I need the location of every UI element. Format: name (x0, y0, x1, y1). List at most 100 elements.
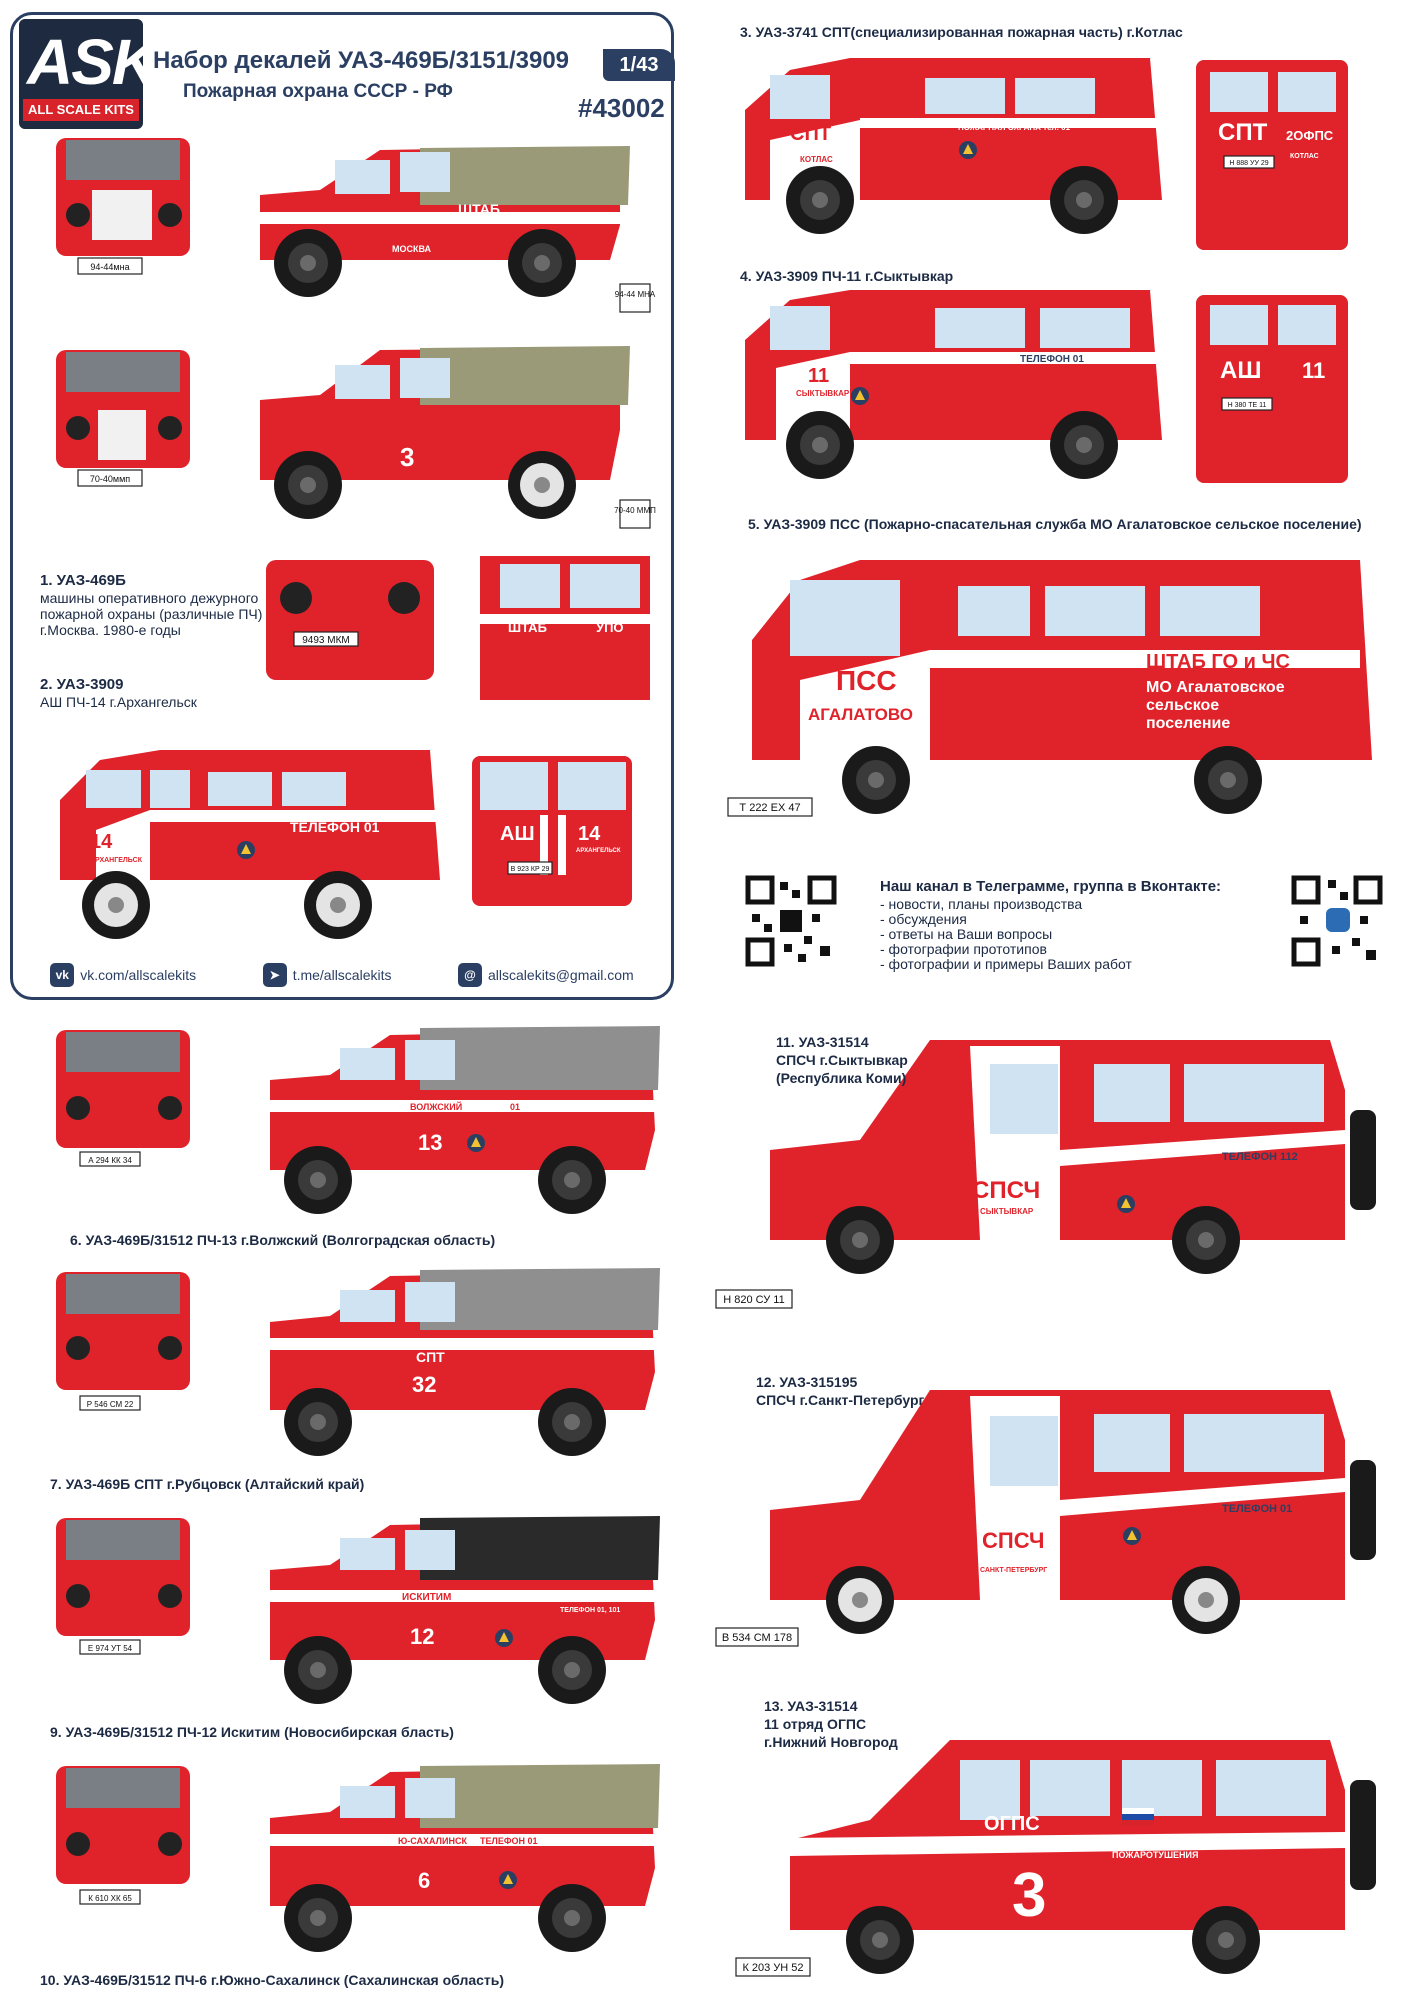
qr-code-telegram[interactable] (744, 874, 838, 968)
v3-line: ПОЖАРНАЯ ОХРАНА тел. 01 (958, 123, 1071, 132)
v13-ogps: ОГПС (984, 1813, 1040, 1835)
caption-11-title: 11. УАЗ-31514 (776, 1034, 869, 1050)
social-info-item: - новости, планы производства (880, 896, 1083, 912)
scale-badge: 1/43 (603, 49, 675, 81)
caption-2-title: 2. УАЗ-3909 (40, 676, 124, 693)
v2-rear-b: 14 (578, 823, 601, 845)
social-info-block: Наш канал в Телеграмме, группа в Вконтак… (880, 878, 1221, 972)
vehicle-7: Р 546 СМ 22 СПТ 32 (56, 1268, 660, 1456)
caption-6: 6. УАЗ-469Б/31512 ПЧ-13 г.Волжский (Волг… (70, 1232, 496, 1248)
caption-11-line3: (Республика Коми) (776, 1070, 907, 1086)
caption-11-line2: СПСЧ г.Сыктывкар (776, 1052, 908, 1068)
v13-plate: К 203 УН 52 (742, 1962, 803, 1974)
email-contact[interactable]: @ allscalekits@gmail.com (458, 963, 634, 987)
v5-city: АГАЛАТОВО (808, 705, 913, 724)
v13-l1: СЛУЖБА (1126, 1838, 1165, 1848)
vehicle-5-side: ПСС АГАЛАТОВО ШТАБ ГО и ЧС МО Агалатовск… (727, 560, 1372, 817)
contacts-bar: vk vk.com/allscalekits ➤ t.me/allscaleki… (17, 957, 667, 993)
caption-1-desc3: г.Москва. 1980-е годы (40, 622, 181, 638)
vehicle-6: А 294 КК 34 ВОЛЖСКИЙ 01 13 (56, 1026, 660, 1214)
v10-plate: К 610 ХК 65 (88, 1894, 132, 1903)
vehicle-1b-side: 3 70-40 ММП (260, 346, 656, 529)
product-code: #43002 (578, 93, 665, 123)
caption-4: 4. УАЗ-3909 ПЧ-11 г.Сыктывкар (740, 268, 954, 284)
v5-l2: МО Агалатовское (1146, 679, 1285, 696)
v1a-rear-plate: 94-44 МНА (615, 290, 656, 299)
v1a-city: МОСКВА (392, 244, 432, 254)
vehicle-1b-front: 70-40ммп (56, 350, 190, 487)
v3-city: КОТЛАС (800, 155, 833, 164)
vehicle-13: ОГПС 3 СЛУЖБА ПОЖАРОТУШЕНИЯ К 203 УН 52 (735, 1740, 1376, 1977)
v9-phone: ТЕЛЕФОН 01, 101 (560, 1607, 620, 1614)
vehicle-1c-front: 9493 МКМ (266, 560, 434, 680)
v2-city: АРХАНГЕЛЬСК (90, 857, 143, 864)
v2-num: 14 (90, 831, 113, 853)
vehicle-11: СПСЧ СЫКТЫВКАР ТЕЛЕФОН 112 Н 820 СУ 11 (715, 1040, 1376, 1309)
door-decals: ШТАБ УПО (480, 556, 650, 700)
v2-rear-city: АРХАНГЕЛЬСК (576, 848, 621, 854)
caption-13-title: 13. УАЗ-31514 (764, 1698, 858, 1714)
v3-rear-plate: Н 888 УУ 29 (1229, 160, 1268, 167)
v5-l4: поселение (1146, 715, 1230, 732)
vk-link[interactable]: vk.com/allscalekits (80, 967, 197, 983)
vehicle-1a-front: 94-44мна (56, 138, 190, 275)
v7-plate: Р 546 СМ 22 (87, 1400, 134, 1409)
tg-link[interactable]: t.me/allscalekits (292, 967, 392, 983)
v4-phone: ТЕЛЕФОН 01 (1020, 354, 1084, 365)
page-title: Набор декалей УАЗ-469Б/3151/3909 (153, 47, 570, 74)
v3-spt: СПТ (790, 123, 831, 145)
social-info-item: - ответы на Ваши вопросы (880, 926, 1053, 942)
v11-city: СЫКТЫВКАР (980, 1207, 1034, 1216)
v6-plate: А 294 КК 34 (88, 1156, 132, 1165)
v5-l3: сельское (1146, 697, 1219, 714)
v4-rear-a: АШ (1220, 357, 1261, 384)
v5-l1: ШТАБ ГО и ЧС (1146, 651, 1290, 673)
caption-5: 5. УАЗ-3909 ПСС (Пожарно-спасательная сл… (748, 516, 1362, 532)
v12-phone: ТЕЛЕФОН 01 (1222, 1503, 1292, 1515)
caption-3: 3. УАЗ-3741 СПТ(специализированная пожар… (740, 24, 1183, 40)
tg-contact[interactable]: ➤ t.me/allscalekits (262, 963, 392, 987)
brand-logo: ASK ALL SCALE KITS (19, 19, 158, 129)
caption-1-title: 1. УАЗ-469Б (40, 572, 126, 589)
qr-code-vk[interactable] (1290, 874, 1384, 968)
caption-7: 7. УАЗ-469Б СПТ г.Рубцовск (Алтайский кр… (50, 1476, 365, 1492)
v1b-plate: 70-40ммп (90, 474, 130, 484)
vehicle-12: СПСЧ САНКТ-ПЕТЕРБУРГ ТЕЛЕФОН 01 В 534 СМ… (715, 1390, 1376, 1647)
v7-spt: СПТ (416, 1349, 445, 1365)
door-text-1: ШТАБ (508, 620, 547, 635)
vehicle-1a-side: ШТАБ МОСКВА 94-44 МНА (260, 146, 656, 313)
v11-plate: Н 820 СУ 11 (723, 1294, 784, 1306)
vehicle-3-rear: СПТ 2ОФПС КОТЛАС Н 888 УУ 29 (1196, 60, 1348, 250)
logo-subtext: ALL SCALE KITS (23, 99, 139, 121)
v4-rear-b: 11 (1302, 358, 1325, 383)
v9-city: ИСКИТИМ (402, 1592, 451, 1603)
v1b-num: 3 (400, 442, 414, 472)
v11-phone: ТЕЛЕФОН 112 (1222, 1151, 1298, 1163)
v11-spsch: СПСЧ (972, 1177, 1040, 1204)
caption-12-line2: СПСЧ г.Санкт-Петербург (756, 1392, 925, 1408)
vehicle-10: К 610 ХК 65 Ю-САХАЛИНСК ТЕЛЕФОН 01 6 (56, 1764, 660, 1952)
caption-1-desc2: пожарной охраны (различные ПЧ) (40, 606, 263, 622)
vk-contact[interactable]: vk vk.com/allscalekits (50, 963, 196, 987)
v10-num: 6 (418, 1868, 430, 1893)
v1a-side-text: ШТАБ (458, 201, 500, 217)
vehicle-2-side: 14 АРХАНГЕЛЬСК ТЕЛЕФОН 01 (60, 750, 440, 939)
vk-icon: vk (50, 963, 75, 987)
v7-num: 32 (412, 1372, 436, 1397)
v13-l2: ПОЖАРОТУШЕНИЯ (1112, 1850, 1198, 1860)
v6-num: 13 (418, 1130, 442, 1155)
v1a-plate: 94-44мна (90, 262, 129, 272)
v3-rear-a: СПТ (1218, 119, 1268, 146)
caption-13-line2: 11 отряд ОГПС (764, 1716, 867, 1732)
v12-spsch: СПСЧ (982, 1528, 1045, 1553)
caption-2-desc: АШ ПЧ-14 г.Архангельск (40, 694, 197, 710)
v9-plate: Е 974 УТ 54 (88, 1644, 133, 1653)
v1b-rear-plate: 70-40 ММП (614, 506, 656, 515)
door-text-2: УПО (596, 620, 624, 635)
vehicle-9: Е 974 УТ 54 ИСКИТИМ ТЕЛЕФОН 01, 101 12 (56, 1516, 660, 1704)
caption-10: 10. УАЗ-469Б/31512 ПЧ-6 г.Южно-Сахалинск… (40, 1972, 505, 1988)
email-link[interactable]: allscalekits@gmail.com (488, 967, 634, 983)
caption-12-title: 12. УАЗ-315195 (756, 1374, 858, 1390)
caption-13-line3: г.Нижний Новгород (764, 1734, 898, 1750)
v9-num: 12 (410, 1624, 434, 1649)
